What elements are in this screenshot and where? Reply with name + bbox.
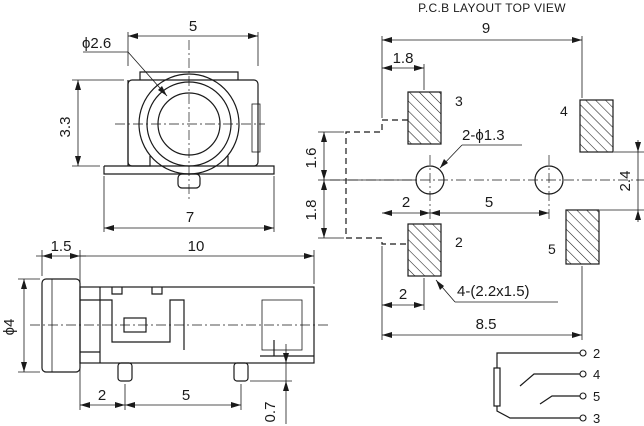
pcb-pad-3 [407, 91, 442, 145]
front-height-label: 3.3 [57, 117, 74, 138]
pcb-pad-y-right-label: 2.4 [617, 171, 634, 192]
pcb-pad-4 [579, 99, 614, 153]
side-pin-offset-label: 2 [98, 387, 106, 404]
side-view: 1.5 10 ϕ4 2 5 0.7 [1, 238, 330, 424]
pcb-pad-span-label: 8.5 [476, 316, 497, 333]
schematic-pin-3: 3 [593, 411, 600, 426]
schematic-pin-2: 2 [593, 346, 600, 361]
front-view: 5 ϕ2.6 3.3 7 [57, 18, 275, 232]
side-flange-label: 1.5 [51, 238, 72, 255]
pcb-layout: P.C.B LAYOUT TOP VIEW 3 4 2 5 9 1.8 [303, 1, 644, 340]
pcb-pad-5 [565, 209, 600, 265]
pcb-pad-label-5: 5 [548, 241, 556, 257]
side-diameter-label: ϕ4 [1, 319, 18, 336]
pcb-hole-spec-label: 2-ϕ1.3 [462, 127, 505, 144]
front-width-bottom-label: 7 [186, 209, 194, 226]
front-hole-dia-label: ϕ2.6 [82, 35, 111, 52]
pcb-title: P.C.B LAYOUT TOP VIEW [418, 1, 566, 15]
side-length-label: 10 [188, 238, 205, 255]
pcb-pad-spec-label: 4-(2.2x1.5) [457, 283, 530, 300]
pcb-pad-2 [407, 223, 442, 277]
pcb-pad-y-offset-label: 1.8 [303, 200, 320, 221]
side-pin-height-label: 0.7 [262, 402, 279, 423]
pcb-pad-x-offset-label: 1.8 [393, 50, 414, 67]
pcb-overall-width-label: 9 [482, 20, 490, 37]
front-width-top-label: 5 [189, 18, 197, 35]
pcb-hole-y-offset-label: 1.6 [303, 148, 320, 169]
pcb-hole-right [534, 165, 564, 195]
pcb-hole-pitch-label: 5 [485, 194, 493, 211]
schematic-pin-5: 5 [593, 389, 600, 404]
pcb-pad-label-3: 3 [455, 93, 463, 109]
pcb-pad-x-bottom-label: 2 [399, 286, 407, 303]
side-pin-pitch-label: 5 [182, 387, 190, 404]
schematic: 2 4 5 3 [493, 346, 600, 426]
pcb-hole-x-offset-label: 2 [402, 194, 410, 211]
pcb-pad-label-2: 2 [455, 234, 463, 250]
pcb-pad-label-4: 4 [560, 103, 568, 119]
schematic-pin-4: 4 [593, 367, 600, 382]
